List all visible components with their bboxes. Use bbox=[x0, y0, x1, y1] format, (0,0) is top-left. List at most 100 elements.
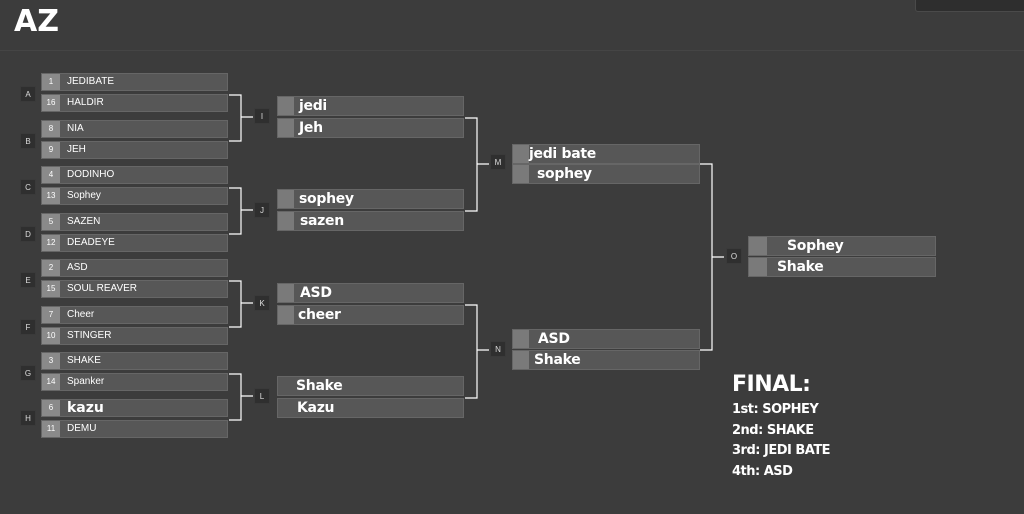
seed-number: 2 bbox=[42, 260, 60, 276]
player-name: Shake bbox=[777, 259, 824, 275]
player-slot[interactable]: 2 ASD bbox=[41, 259, 228, 277]
match-label: N bbox=[490, 341, 506, 357]
player-slot[interactable]: 12 DEADEYE bbox=[41, 234, 228, 252]
player-name: JEDIBATE bbox=[67, 76, 115, 87]
player-name: DEMU bbox=[67, 423, 97, 434]
player-slot[interactable]: Jeh bbox=[277, 118, 464, 138]
player-slot[interactable]: Shake bbox=[277, 376, 464, 396]
player-slot[interactable]: sazen bbox=[277, 211, 464, 231]
final-result-1st: 1st: SOPHEY bbox=[732, 402, 819, 417]
player-slot[interactable]: 5 SAZEN bbox=[41, 213, 228, 231]
seed-number: 9 bbox=[42, 142, 60, 158]
player-name: sophey bbox=[299, 191, 354, 207]
seed-number bbox=[513, 165, 529, 183]
seed-number bbox=[278, 97, 294, 115]
connector-ij bbox=[465, 117, 489, 212]
player-name: STINGER bbox=[67, 330, 112, 341]
player-name: NIA bbox=[67, 123, 84, 134]
seed-number bbox=[278, 190, 294, 208]
top-toolbar[interactable] bbox=[915, 0, 1024, 12]
connector-kl bbox=[465, 304, 489, 399]
page-title: AZ bbox=[14, 4, 59, 39]
player-slot[interactable]: 8 NIA bbox=[41, 120, 228, 138]
player-name: jedi bbox=[299, 98, 327, 114]
player-slot[interactable]: jedi bate bbox=[512, 144, 700, 164]
seed-number: 1 bbox=[42, 74, 60, 90]
seed-number: 11 bbox=[42, 421, 60, 437]
player-slot[interactable]: 1 JEDIBATE bbox=[41, 73, 228, 91]
header-divider bbox=[0, 50, 1024, 51]
player-slot[interactable]: 15 SOUL REAVER bbox=[41, 280, 228, 298]
player-name: jedi bate bbox=[529, 146, 596, 162]
player-name: Shake bbox=[534, 352, 581, 368]
player-slot[interactable]: 4 DODINHO bbox=[41, 166, 228, 184]
player-slot[interactable]: Kazu bbox=[277, 398, 464, 418]
player-slot[interactable]: sophey bbox=[512, 164, 700, 184]
player-name: sazen bbox=[300, 213, 344, 229]
player-slot[interactable]: 10 STINGER bbox=[41, 327, 228, 345]
seed-number: 13 bbox=[42, 188, 60, 204]
player-slot[interactable]: Sophey bbox=[748, 236, 936, 256]
player-name: DEADEYE bbox=[67, 237, 115, 248]
match-label: D bbox=[20, 226, 36, 242]
player-name: ASD bbox=[538, 331, 570, 347]
player-slot[interactable]: Shake bbox=[512, 350, 700, 370]
player-slot[interactable]: 9 JEH bbox=[41, 141, 228, 159]
match-label: A bbox=[20, 86, 36, 102]
seed-number: 12 bbox=[42, 235, 60, 251]
player-slot[interactable]: 11 DEMU bbox=[41, 420, 228, 438]
seed-number bbox=[278, 284, 294, 302]
match-label: F bbox=[20, 319, 36, 335]
player-name: Kazu bbox=[297, 400, 335, 416]
player-slot[interactable]: 6 kazu bbox=[41, 399, 228, 417]
player-name: Spanker bbox=[67, 376, 105, 387]
player-name: Shake bbox=[296, 378, 343, 394]
player-name: ASD bbox=[67, 262, 88, 273]
seed-number bbox=[513, 330, 529, 348]
player-name: DODINHO bbox=[67, 169, 115, 180]
match-label: M bbox=[490, 154, 506, 170]
match-label: E bbox=[20, 272, 36, 288]
player-slot[interactable]: 7 Cheer bbox=[41, 306, 228, 324]
player-slot[interactable]: ASD bbox=[512, 329, 700, 349]
player-name: HALDIR bbox=[67, 97, 104, 108]
final-result-4th: 4th: ASD bbox=[732, 463, 793, 479]
player-name: Cheer bbox=[67, 309, 95, 320]
final-result-3rd: 3rd: JEDI BATE bbox=[732, 443, 831, 458]
player-slot[interactable]: cheer bbox=[277, 305, 464, 325]
match-label: B bbox=[20, 133, 36, 149]
player-name: ASD bbox=[300, 285, 332, 301]
match-label: G bbox=[20, 365, 36, 381]
seed-number bbox=[749, 237, 767, 255]
player-slot[interactable]: sophey bbox=[277, 189, 464, 209]
seed-number: 14 bbox=[42, 374, 60, 390]
seed-number bbox=[513, 145, 529, 163]
match-label: L bbox=[254, 388, 270, 404]
player-slot[interactable]: 16 HALDIR bbox=[41, 94, 228, 112]
match-label: H bbox=[20, 410, 36, 426]
player-slot[interactable]: 3 SHAKE bbox=[41, 352, 228, 370]
connector-gh bbox=[229, 373, 253, 421]
player-name: kazu bbox=[67, 400, 104, 416]
player-name: SHAKE bbox=[67, 355, 101, 366]
final-result-2nd: 2nd: SHAKE bbox=[732, 422, 814, 438]
player-name: cheer bbox=[298, 307, 341, 323]
seed-number bbox=[278, 119, 294, 137]
player-slot[interactable]: 14 Spanker bbox=[41, 373, 228, 391]
player-slot[interactable]: ASD bbox=[277, 283, 464, 303]
match-label: C bbox=[20, 179, 36, 195]
player-slot[interactable]: Shake bbox=[748, 257, 936, 277]
connector-mn bbox=[700, 163, 724, 351]
match-label: K bbox=[254, 295, 270, 311]
player-name: SOUL REAVER bbox=[67, 283, 138, 294]
player-name: Sophey bbox=[787, 238, 844, 254]
seed-number: 16 bbox=[42, 95, 60, 111]
seed-number: 8 bbox=[42, 121, 60, 137]
match-label: I bbox=[254, 108, 270, 124]
match-label: J bbox=[254, 202, 270, 218]
player-slot[interactable]: jedi bbox=[277, 96, 464, 116]
connector-ab bbox=[229, 94, 253, 142]
seed-number: 15 bbox=[42, 281, 60, 297]
player-slot[interactable]: 13 Sophey bbox=[41, 187, 228, 205]
